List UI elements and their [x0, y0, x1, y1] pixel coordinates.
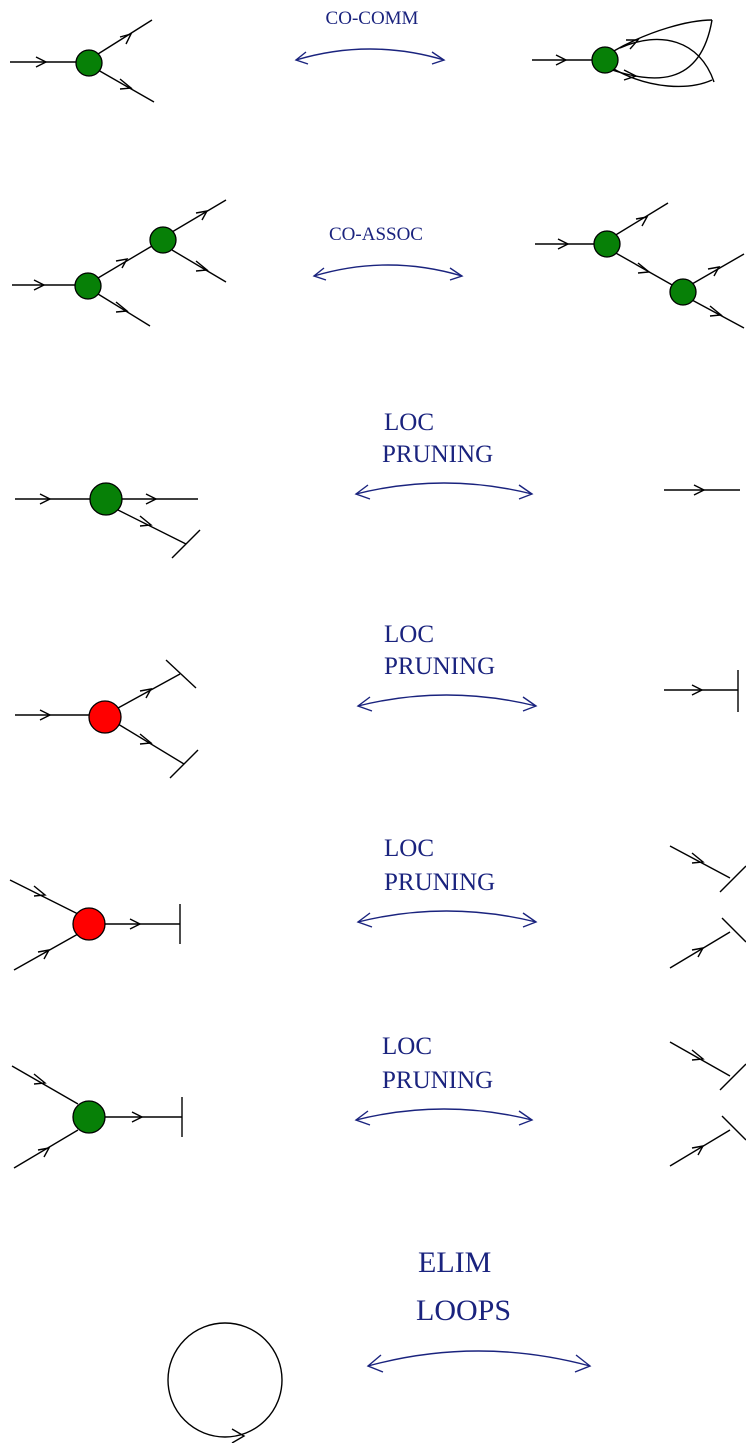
red-node	[72, 907, 106, 941]
arrowhead-right	[522, 696, 538, 712]
double-arrow-loc-pruning-4	[355, 1108, 533, 1121]
arrowhead-left	[356, 912, 373, 928]
arrowhead-right	[522, 912, 538, 928]
graph-comultiplication-left	[10, 19, 155, 103]
graph-pruning-right-3	[669, 845, 746, 969]
rule-label-line-2: PRUNING	[384, 869, 495, 896]
graph-pruning-right-4	[669, 1041, 746, 1167]
rule-loc-pruning-4: LOC PRUNING	[11, 1033, 746, 1169]
arrowhead-right	[449, 267, 464, 281]
prune-bar	[719, 1063, 746, 1091]
rule-loc-pruning-3: LOC PRUNING	[9, 835, 746, 971]
graph-pruning-right-1	[664, 484, 740, 496]
rule-label-line-2: PRUNING	[384, 653, 495, 680]
green-node	[149, 226, 177, 254]
double-arrow-elim-loops	[367, 1350, 591, 1367]
loop-circle	[167, 1322, 283, 1438]
double-arrow-loc-pruning-2	[357, 694, 537, 707]
rule-loc-pruning-1: LOC PRUNING	[15, 409, 740, 559]
loop-arrowhead	[231, 1428, 246, 1443]
graph-pruning-right-2	[664, 670, 739, 712]
prune-bar	[165, 659, 197, 689]
graph-coassoc-right	[535, 202, 745, 329]
rule-label-line-1: ELIM	[418, 1246, 491, 1279]
arrowhead-left	[354, 1110, 371, 1126]
graph-pruning-left-1	[15, 482, 201, 559]
rule-label-line-2: PRUNING	[382, 1067, 493, 1094]
rule-label-co-comm: CO-COMM	[326, 8, 419, 29]
prune-bar	[171, 529, 201, 559]
rule-label-line-1: LOC	[384, 835, 434, 862]
graph-loop	[167, 1322, 283, 1443]
graph-coassoc-left	[12, 199, 227, 327]
rule-co-comm: CO-COMM	[10, 8, 715, 103]
rule-label-line-1: LOC	[382, 1033, 432, 1060]
green-node	[89, 482, 123, 516]
arrowhead-right	[431, 51, 446, 65]
rule-label-line-1: LOC	[384, 621, 434, 648]
green-node	[669, 278, 697, 306]
arrowhead-right	[518, 484, 534, 500]
green-node	[591, 46, 619, 74]
rule-elim-loops: ELIM LOOPS	[167, 1246, 592, 1443]
arrowhead-left	[356, 696, 373, 712]
arrowhead-left	[366, 1354, 384, 1373]
red-node	[88, 700, 122, 734]
graph-pruning-left-4	[11, 1065, 183, 1169]
green-node	[593, 230, 621, 258]
rule-loc-pruning-2: LOC PRUNING	[15, 621, 739, 779]
arrowhead-left	[312, 267, 327, 281]
graph-pruning-left-3	[9, 879, 181, 971]
double-arrow-loc-pruning-3	[357, 910, 537, 923]
arrowhead-right	[518, 1110, 534, 1126]
rule-label-co-assoc: CO-ASSOC	[329, 224, 423, 245]
prune-bar	[721, 1115, 746, 1141]
double-arrow-co-comm	[295, 48, 445, 61]
green-node	[75, 49, 103, 77]
arrowhead-left	[354, 484, 371, 500]
graph-pruning-left-2	[15, 659, 199, 779]
green-node	[72, 1100, 106, 1134]
rule-label-line-1: LOC	[384, 409, 434, 436]
prune-bar	[719, 865, 746, 893]
arrowhead-right	[574, 1354, 592, 1373]
double-arrow-co-assoc	[313, 264, 463, 277]
prune-bar	[721, 917, 746, 943]
arrowhead-left	[294, 51, 309, 65]
rule-label-line-2: PRUNING	[382, 441, 493, 468]
rule-label-line-2: LOOPS	[416, 1294, 511, 1327]
graph-comultiplication-twisted	[532, 19, 715, 88]
double-arrow-loc-pruning-1	[355, 482, 533, 495]
prune-bar	[169, 749, 199, 779]
green-node	[74, 272, 102, 300]
rule-co-assoc: CO-ASSOC	[12, 199, 745, 329]
